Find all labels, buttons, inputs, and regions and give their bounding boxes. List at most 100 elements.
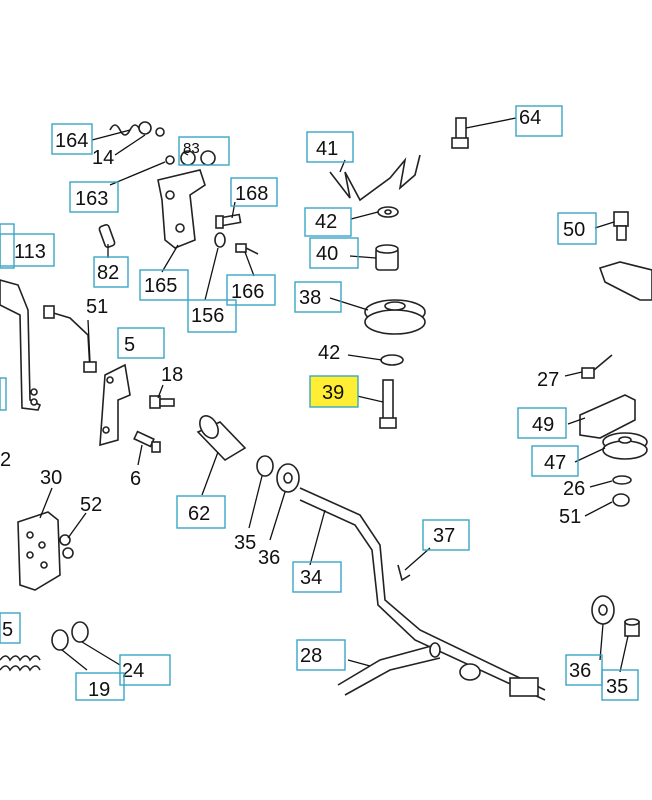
label-text-164: 164: [55, 130, 88, 152]
spring-part-5: [0, 655, 41, 672]
bolt-part-6: [133, 430, 161, 453]
screw-part-27: [581, 354, 613, 379]
label-166: 166: [226, 274, 276, 306]
label-text-49: 49: [532, 414, 554, 436]
arm-part: [598, 261, 652, 301]
label-text-168: 168: [235, 183, 268, 205]
label-164: 164: [51, 123, 93, 155]
label-165: 165: [139, 269, 189, 301]
label-163: 163: [69, 181, 119, 213]
pulley-part-47: [602, 432, 648, 460]
washer-part-35-36: [256, 455, 300, 493]
label-30: 30: [40, 467, 62, 489]
label-49: 49: [517, 407, 567, 439]
label-51a: 51: [86, 296, 108, 318]
label-text-35a: 35: [234, 532, 256, 554]
bracket-part-49: [579, 394, 636, 439]
label-5: 5: [117, 327, 165, 359]
pin-part-37: [397, 564, 411, 582]
label-left-edge-box: [0, 377, 7, 411]
label-156: 156: [187, 299, 237, 333]
label-text-39: 39: [322, 382, 344, 404]
label-19: 19: [75, 672, 125, 701]
label-64: 64: [515, 105, 563, 137]
washer-part-26: [612, 475, 632, 485]
label-37: 37: [422, 519, 470, 551]
label-text-83: 83: [183, 140, 200, 157]
label-50: 50: [557, 212, 597, 245]
sleeve-part-62: [196, 415, 247, 462]
label-text-64: 64: [519, 107, 541, 129]
label-text-34: 34: [300, 567, 322, 589]
spacer-part-40: [375, 244, 399, 271]
label-text-42b: 42: [318, 342, 340, 364]
label-text-51a: 51: [86, 296, 108, 318]
label-text-14: 14: [92, 147, 114, 169]
label-34: 34: [292, 561, 342, 593]
label-27: 27: [537, 369, 559, 391]
washer-part-42: [377, 206, 399, 218]
bolt-part-50: [613, 211, 629, 241]
label-text-36b: 36: [569, 660, 591, 682]
label-42b: 42: [318, 342, 340, 364]
label-text-52: 52: [80, 494, 102, 516]
label-82: 82: [93, 256, 129, 288]
label-text-50: 50: [563, 219, 585, 241]
spring-part-41: [329, 154, 421, 202]
bushing-part-24: [51, 621, 89, 651]
label-83: 83: [178, 136, 230, 166]
label-35b: 35: [601, 669, 639, 701]
label-text-26: 26: [563, 478, 585, 500]
label-41: 41: [306, 131, 354, 163]
label-text-30: 30: [40, 467, 62, 489]
rod-part-113: [0, 279, 42, 411]
plate-part-5: [99, 363, 131, 447]
label-text-47: 47: [544, 452, 566, 474]
label-text-163: 163: [75, 188, 108, 210]
label-113: 113: [0, 223, 55, 269]
bolt-part-39: [379, 379, 397, 429]
label-text-42a: 42: [315, 211, 337, 233]
label-52: 52: [80, 494, 102, 516]
label-text-62: 62: [188, 503, 210, 525]
label-42a: 42: [304, 207, 352, 237]
label-text-28: 28: [300, 645, 322, 667]
label-text-165: 165: [144, 275, 177, 297]
label-text-5b: 5: [2, 619, 13, 641]
label-text-18: 18: [161, 364, 183, 386]
label-168: 168: [230, 177, 278, 207]
nut-part-35: [624, 618, 640, 637]
washer-part-42b: [380, 354, 404, 366]
label-5b: 5: [0, 612, 21, 644]
pulley-part-38: [364, 299, 426, 335]
clip-part: [109, 121, 165, 137]
label-text-38: 38: [299, 287, 321, 309]
label-24: 24: [119, 654, 171, 686]
label-text-36a: 36: [258, 547, 280, 569]
label-18: 18: [161, 364, 183, 386]
label-text-2: 2: [0, 449, 11, 471]
frame-part-28: [337, 642, 539, 697]
label-38: 38: [294, 281, 342, 313]
nut-part-52: [59, 534, 74, 559]
bolt-part-64: [451, 117, 469, 149]
nut-part-51: [612, 493, 630, 507]
label-39: 39: [309, 375, 359, 408]
label-text-6: 6: [130, 468, 141, 490]
label-text-51b: 51: [559, 506, 581, 528]
label-14: 14: [92, 147, 114, 169]
washer-part-156: [214, 232, 226, 248]
bolt-part-18: [149, 395, 175, 409]
label-28: 28: [296, 639, 346, 671]
label-35a: 35: [234, 532, 256, 554]
label-51b: 51: [559, 506, 581, 528]
label-6: 6: [130, 468, 141, 490]
label-text-19: 19: [88, 679, 110, 701]
label-40: 40: [309, 237, 359, 269]
leader-lines: [39, 117, 629, 673]
bracket-part-30: [17, 511, 61, 591]
label-2: 2: [0, 449, 11, 471]
bracket-part-165: [157, 169, 206, 249]
bolt-part-168: [215, 213, 242, 229]
